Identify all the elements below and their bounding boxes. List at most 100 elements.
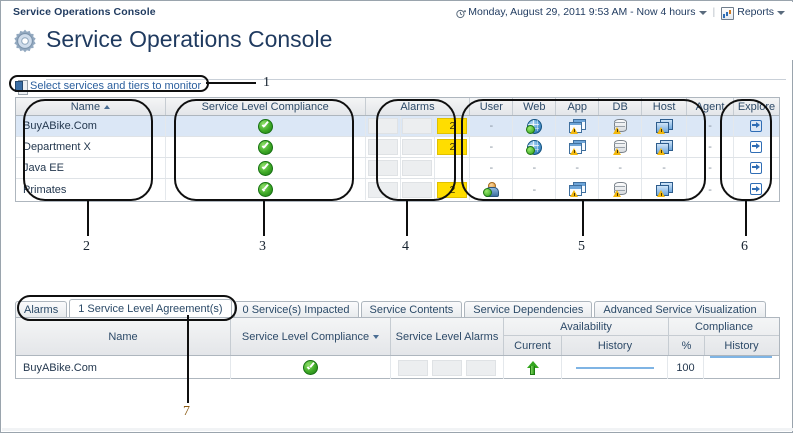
column-header-comp-history[interactable]: History bbox=[724, 339, 759, 352]
sort-desc-icon bbox=[373, 334, 380, 339]
cell-tier-app: - bbox=[556, 158, 600, 178]
empty-value: - bbox=[708, 141, 712, 153]
empty-value: - bbox=[532, 162, 537, 174]
cell-tier-db bbox=[599, 137, 643, 157]
alarm-cell-empty bbox=[402, 181, 433, 198]
cell-tier-app bbox=[556, 179, 600, 200]
reports-label: Reports bbox=[737, 5, 774, 18]
alarm-cell-count: 2 bbox=[437, 118, 468, 134]
empty-value: - bbox=[575, 162, 580, 174]
alarm-cell-empty bbox=[367, 160, 398, 176]
column-header-app[interactable]: App bbox=[556, 98, 600, 115]
clock-icon bbox=[456, 9, 467, 19]
explore-icon[interactable] bbox=[750, 140, 763, 154]
cell-service-level-compliance bbox=[166, 179, 366, 200]
cell-tier-host: - bbox=[642, 158, 688, 178]
column-header-comp-pct[interactable]: % bbox=[669, 336, 705, 355]
column-header-agent[interactable]: Agent bbox=[687, 98, 735, 115]
column-header-alarms-label: Alarms bbox=[400, 100, 435, 113]
page-header: Service Operations Console bbox=[2, 22, 793, 80]
alarm-cell-empty bbox=[402, 139, 433, 155]
sort-asc-icon bbox=[104, 104, 111, 109]
explore-icon[interactable] bbox=[750, 183, 763, 196]
database-icon bbox=[612, 139, 628, 155]
cell-service-level-compliance bbox=[166, 116, 366, 136]
column-header-user[interactable]: User bbox=[470, 98, 514, 115]
column-header-name[interactable]: Name bbox=[16, 98, 166, 115]
column-header-web[interactable]: Web bbox=[513, 98, 557, 115]
compliance-sparkline bbox=[709, 356, 772, 358]
toolbar-divider: | bbox=[712, 5, 716, 18]
tab-advanced-service-visualization[interactable]: Advanced Service Visualization bbox=[594, 301, 766, 318]
tab-service-dependencies[interactable]: Service Dependencies bbox=[464, 301, 593, 318]
cell-compliance-history bbox=[704, 356, 777, 379]
cell-explore[interactable] bbox=[734, 158, 779, 178]
tab-0-service-s-impacted[interactable]: 0 Service(s) Impacted bbox=[233, 301, 359, 318]
cell-tier-user: - bbox=[470, 137, 514, 157]
column-header-sla-slc[interactable]: Service Level Compliance bbox=[231, 318, 391, 355]
app-window-icon bbox=[569, 182, 587, 197]
callout-leader-3 bbox=[263, 201, 265, 236]
cell-service-name: Primates bbox=[16, 179, 166, 200]
cell-alarm-1 bbox=[366, 116, 401, 136]
column-header-sla-alarms[interactable]: Service Level Alarms bbox=[391, 318, 504, 355]
table-row[interactable]: Java EE------ bbox=[16, 158, 779, 179]
column-header-db[interactable]: DB bbox=[599, 98, 643, 115]
tab-alarms[interactable]: Alarms bbox=[15, 301, 68, 318]
column-header-name-label: Name bbox=[70, 100, 101, 113]
cell-tier-user: - bbox=[470, 158, 514, 178]
column-header-host[interactable]: Host bbox=[642, 98, 688, 115]
empty-value: - bbox=[618, 162, 623, 174]
app-window-icon bbox=[569, 139, 587, 155]
cell-tier-host bbox=[642, 179, 688, 200]
cell-tier-agent: - bbox=[687, 137, 735, 157]
callout-number-2: 2 bbox=[83, 239, 90, 254]
cell-tier-agent: - bbox=[687, 158, 735, 178]
tab-service-contents[interactable]: Service Contents bbox=[360, 301, 463, 318]
column-header-slc[interactable]: Service Level Compliance bbox=[166, 98, 366, 115]
explore-icon[interactable] bbox=[750, 119, 763, 133]
callout-leader-5 bbox=[582, 201, 584, 236]
cell-explore[interactable] bbox=[734, 116, 779, 136]
column-header-avail-history[interactable]: History bbox=[597, 339, 633, 352]
cell-service-name: Department X bbox=[16, 137, 166, 157]
tab-1-service-level-agreement-s[interactable]: 1 Service Level Agreement(s) bbox=[69, 299, 232, 318]
cell-explore[interactable] bbox=[734, 137, 779, 157]
select-services-row[interactable]: Select services and tiers to monitor bbox=[15, 79, 202, 95]
cell-alarm-1 bbox=[366, 179, 401, 200]
column-header-sla-name[interactable]: Name bbox=[16, 318, 231, 355]
database-icon bbox=[612, 118, 628, 134]
column-group-compliance: Compliance % History bbox=[669, 318, 779, 355]
status-ok-icon bbox=[257, 182, 273, 197]
cell-alarm-1 bbox=[366, 137, 401, 157]
column-header-alarms[interactable]: Alarms bbox=[366, 98, 471, 115]
app-window-icon bbox=[569, 118, 587, 134]
column-header-avail-current[interactable]: Current bbox=[504, 336, 562, 355]
cell-tier-app bbox=[556, 137, 600, 157]
column-header-web-label: Web bbox=[523, 100, 546, 113]
alarm-cell-empty bbox=[402, 160, 433, 176]
column-header-explore[interactable]: Explore bbox=[734, 98, 779, 115]
column-header-sla-slc-label: Service Level Compliance bbox=[241, 330, 370, 343]
cell-service-level-compliance bbox=[166, 158, 366, 178]
explore-icon[interactable] bbox=[750, 161, 763, 175]
cell-tier-user: - bbox=[470, 116, 514, 136]
cell-explore[interactable] bbox=[734, 179, 779, 200]
reports-menu[interactable]: Reports bbox=[721, 5, 785, 20]
callout-number-7: 7 bbox=[183, 404, 190, 419]
cell-tier-web: - bbox=[513, 158, 557, 178]
empty-value: - bbox=[532, 183, 537, 196]
select-services-link[interactable]: Select services and tiers to monitor bbox=[30, 80, 202, 92]
cell-availability-current bbox=[504, 356, 562, 379]
time-range-selector[interactable]: Monday, August 29, 2011 9:53 AM - Now 4 … bbox=[456, 6, 707, 19]
column-header-slc-label: Service Level Compliance bbox=[201, 100, 329, 113]
cell-availability-history bbox=[562, 356, 668, 379]
cell-tier-agent: - bbox=[687, 116, 735, 136]
titlebar-right-tools: Monday, August 29, 2011 9:53 AM - Now 4 … bbox=[456, 5, 785, 20]
